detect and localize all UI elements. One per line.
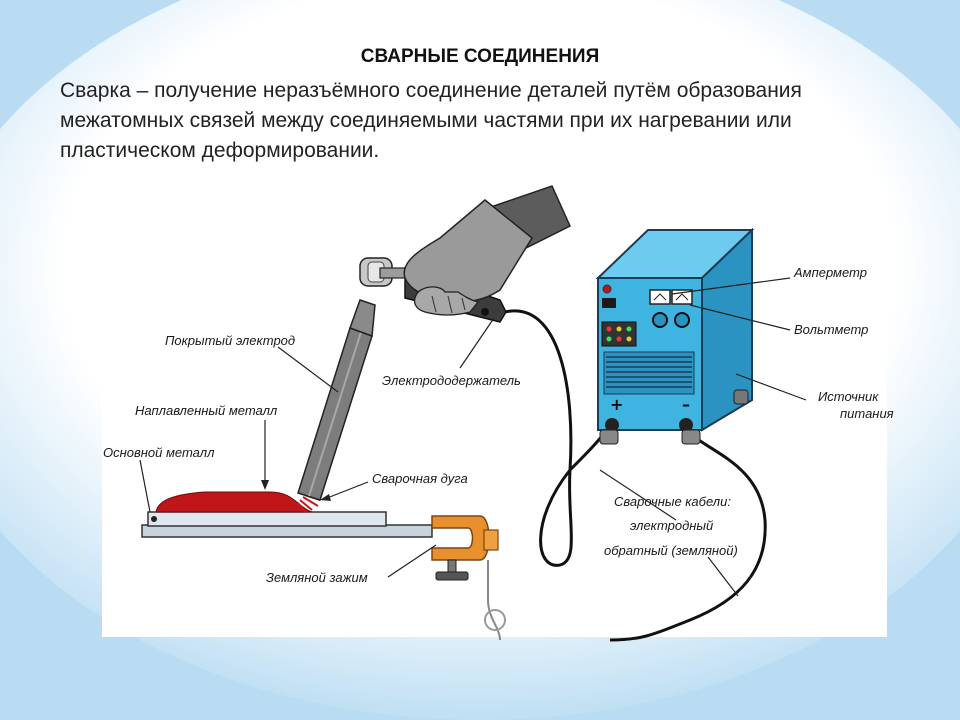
label-deposited-metal: Наплавленный металл: [135, 403, 278, 418]
label-voltmeter: Вольтметр: [794, 322, 868, 337]
label-power-source-1: Источник: [818, 389, 879, 404]
label-cables-2: электродный: [630, 518, 713, 533]
label-cables-3: обратный (земляной): [604, 543, 738, 558]
clamp-cable: [487, 560, 501, 641]
welding-machine-icon: [595, 227, 755, 445]
label-welding-arc: Сварочная дуга: [372, 471, 468, 486]
electrode-cable: [504, 309, 610, 567]
minus-terminal-sign: –: [682, 395, 690, 414]
label-ammeter: Амперметр: [793, 265, 867, 280]
welding-definition: Сварка – получение неразъёмного соединен…: [60, 79, 802, 162]
ground-cable: [609, 427, 767, 642]
coated-electrode: [297, 299, 376, 501]
label-power-source-2: питания: [840, 406, 894, 421]
base-metal-plate: [141, 511, 433, 538]
leader-lines: [139, 277, 807, 597]
knob-right: [674, 312, 690, 328]
label-coated-electrode: Покрытый электрод: [165, 333, 295, 348]
plus-terminal-sign: +: [610, 395, 623, 414]
label-cables-1: Сварочные кабели:: [614, 494, 731, 509]
knob-left: [652, 312, 668, 328]
label-ground-clamp: Земляной зажим: [266, 570, 368, 585]
ground-clamp-icon: [431, 515, 506, 631]
page-title: СВАРНЫЕ СОЕДИНЕНИЯ: [360, 46, 600, 67]
ammeter-display: [649, 289, 671, 305]
label-base-metal: Основной металл: [103, 445, 215, 460]
glove-icon: [403, 185, 571, 316]
deposited-metal: [155, 491, 313, 513]
label-electrode-holder: Электрододержатель: [382, 373, 521, 388]
